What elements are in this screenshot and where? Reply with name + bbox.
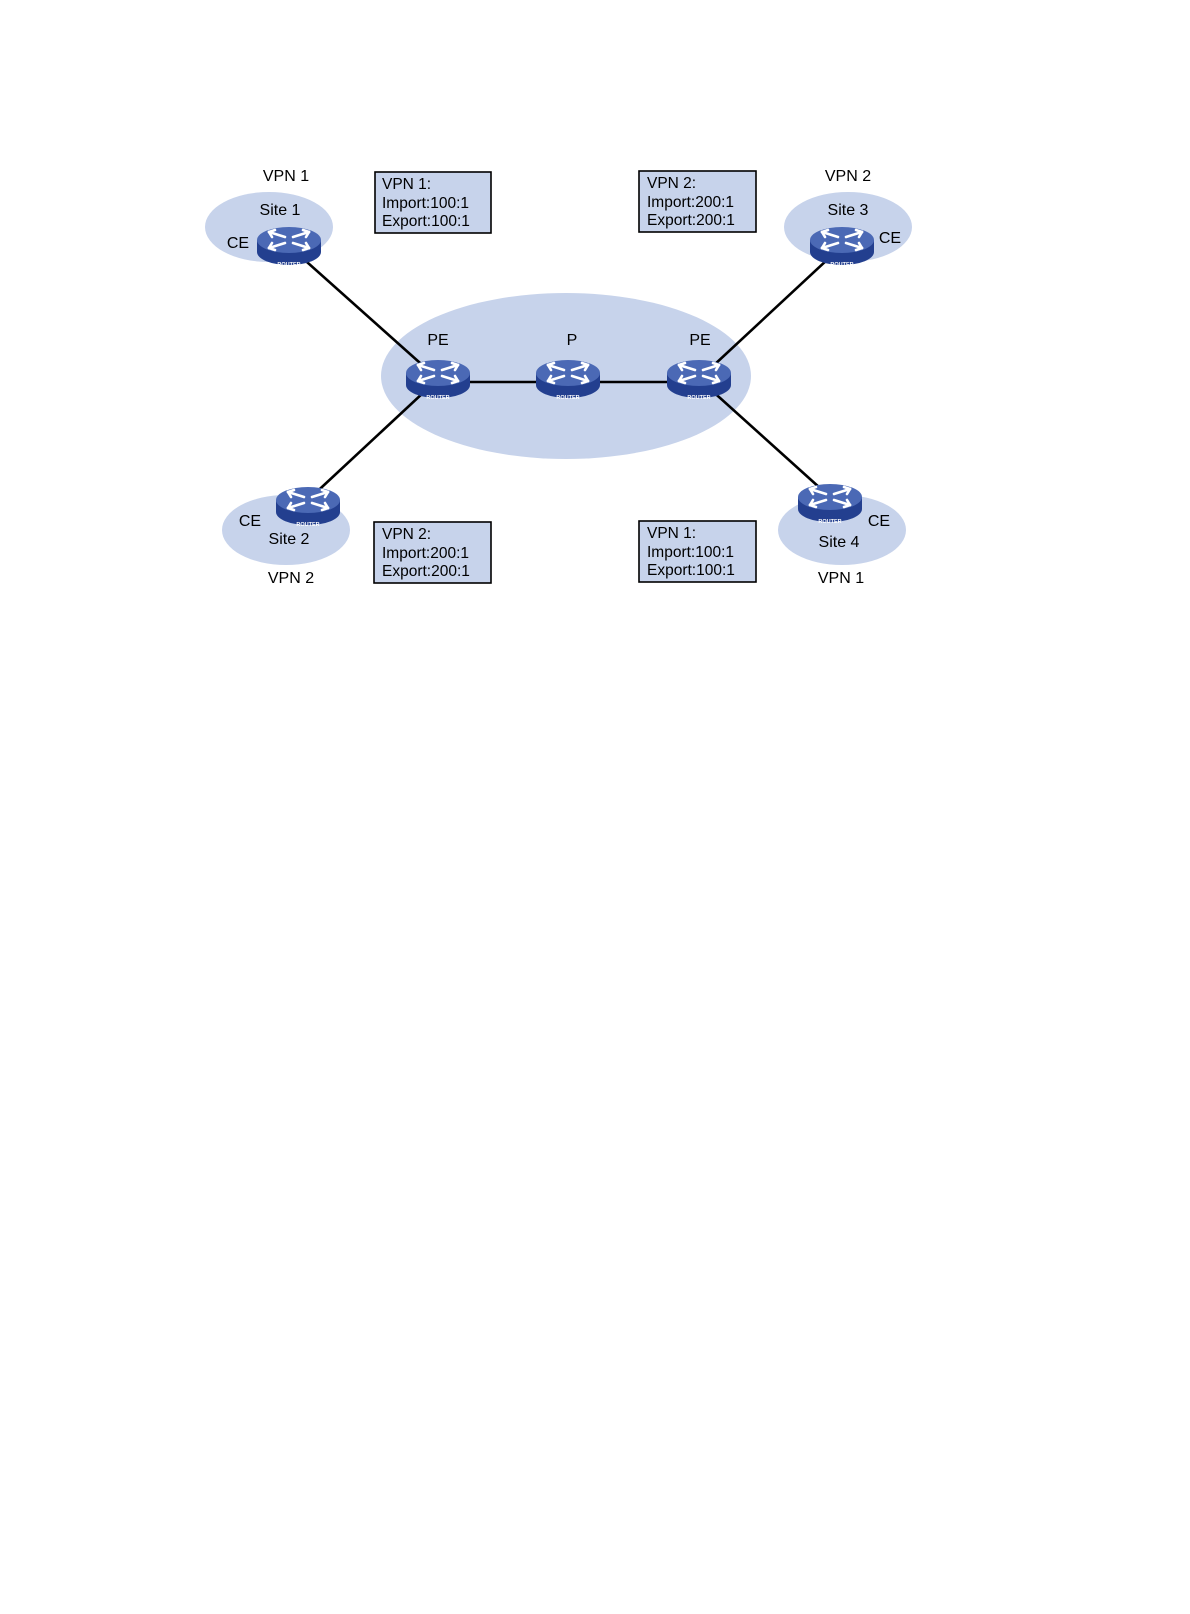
ce-label-site1: CE: [227, 235, 249, 252]
rt-box-export: Export:200:1: [647, 212, 735, 229]
router-icon: [536, 360, 600, 398]
router-icon: [276, 487, 340, 525]
ce-label-site2: CE: [239, 513, 261, 530]
router-tag: ROUTER: [426, 395, 449, 401]
rt-box-bottom-left: VPN 2: Import:200:1 Export:200:1: [374, 522, 491, 583]
site-label-4: Site 4: [819, 534, 860, 551]
router-icon: [406, 360, 470, 398]
rt-box-export: Export:100:1: [647, 562, 735, 579]
p-label: P: [567, 332, 578, 349]
rt-box-title: VPN 2:: [647, 175, 696, 192]
vpn-label-bottom-left: VPN 2: [268, 570, 314, 587]
routers: ROUTER ROUTER ROUTER ROUTER ROUTER ROUTE…: [257, 227, 874, 528]
router-tag: ROUTER: [556, 395, 579, 401]
rt-box-import: Import:200:1: [647, 194, 734, 211]
link-pe-right-ce4: [699, 379, 830, 497]
rt-box-export: Export:100:1: [382, 213, 470, 230]
router-tag: ROUTER: [687, 395, 710, 401]
router-tag: ROUTER: [296, 522, 319, 528]
rt-box-import: Import:100:1: [647, 544, 734, 561]
link-pe-right-ce3: [699, 246, 842, 379]
pe-label-right: PE: [689, 332, 710, 349]
link-ce1-pe-left: [289, 246, 438, 379]
ce-router-site3: ROUTER: [810, 227, 874, 268]
rt-box-import: Import:200:1: [382, 545, 469, 562]
site-label-1: Site 1: [260, 202, 301, 219]
rt-box-title: VPN 1:: [382, 176, 431, 193]
ce-label-site3: CE: [879, 230, 901, 247]
rt-box-export: Export:200:1: [382, 563, 470, 580]
rt-box-title: VPN 1:: [647, 525, 696, 542]
link-ce2-pe-left: [308, 379, 438, 500]
rt-box-top-right: VPN 2: Import:200:1 Export:200:1: [639, 171, 756, 232]
router-icon: [667, 360, 731, 398]
rt-box-bottom-right: VPN 1: Import:100:1 Export:100:1: [639, 521, 756, 582]
router-tag: ROUTER: [830, 262, 853, 268]
rt-box-import: Import:100:1: [382, 195, 469, 212]
vpn-label-top-left: VPN 1: [263, 168, 309, 185]
router-tag: ROUTER: [818, 519, 841, 525]
router-icon: [810, 227, 874, 265]
site-label-2: Site 2: [269, 531, 310, 548]
ce-label-site4: CE: [868, 513, 890, 530]
router-icon: [798, 484, 862, 522]
site-label-3: Site 3: [828, 202, 869, 219]
vpn-label-top-right: VPN 2: [825, 168, 871, 185]
rt-box-top-left: VPN 1: Import:100:1 Export:100:1: [375, 172, 491, 233]
router-tag: ROUTER: [277, 262, 300, 268]
rt-box-title: VPN 2:: [382, 526, 431, 543]
router-icon: [257, 227, 321, 265]
vpn-label-bottom-right: VPN 1: [818, 570, 864, 587]
pe-label-left: PE: [427, 332, 448, 349]
